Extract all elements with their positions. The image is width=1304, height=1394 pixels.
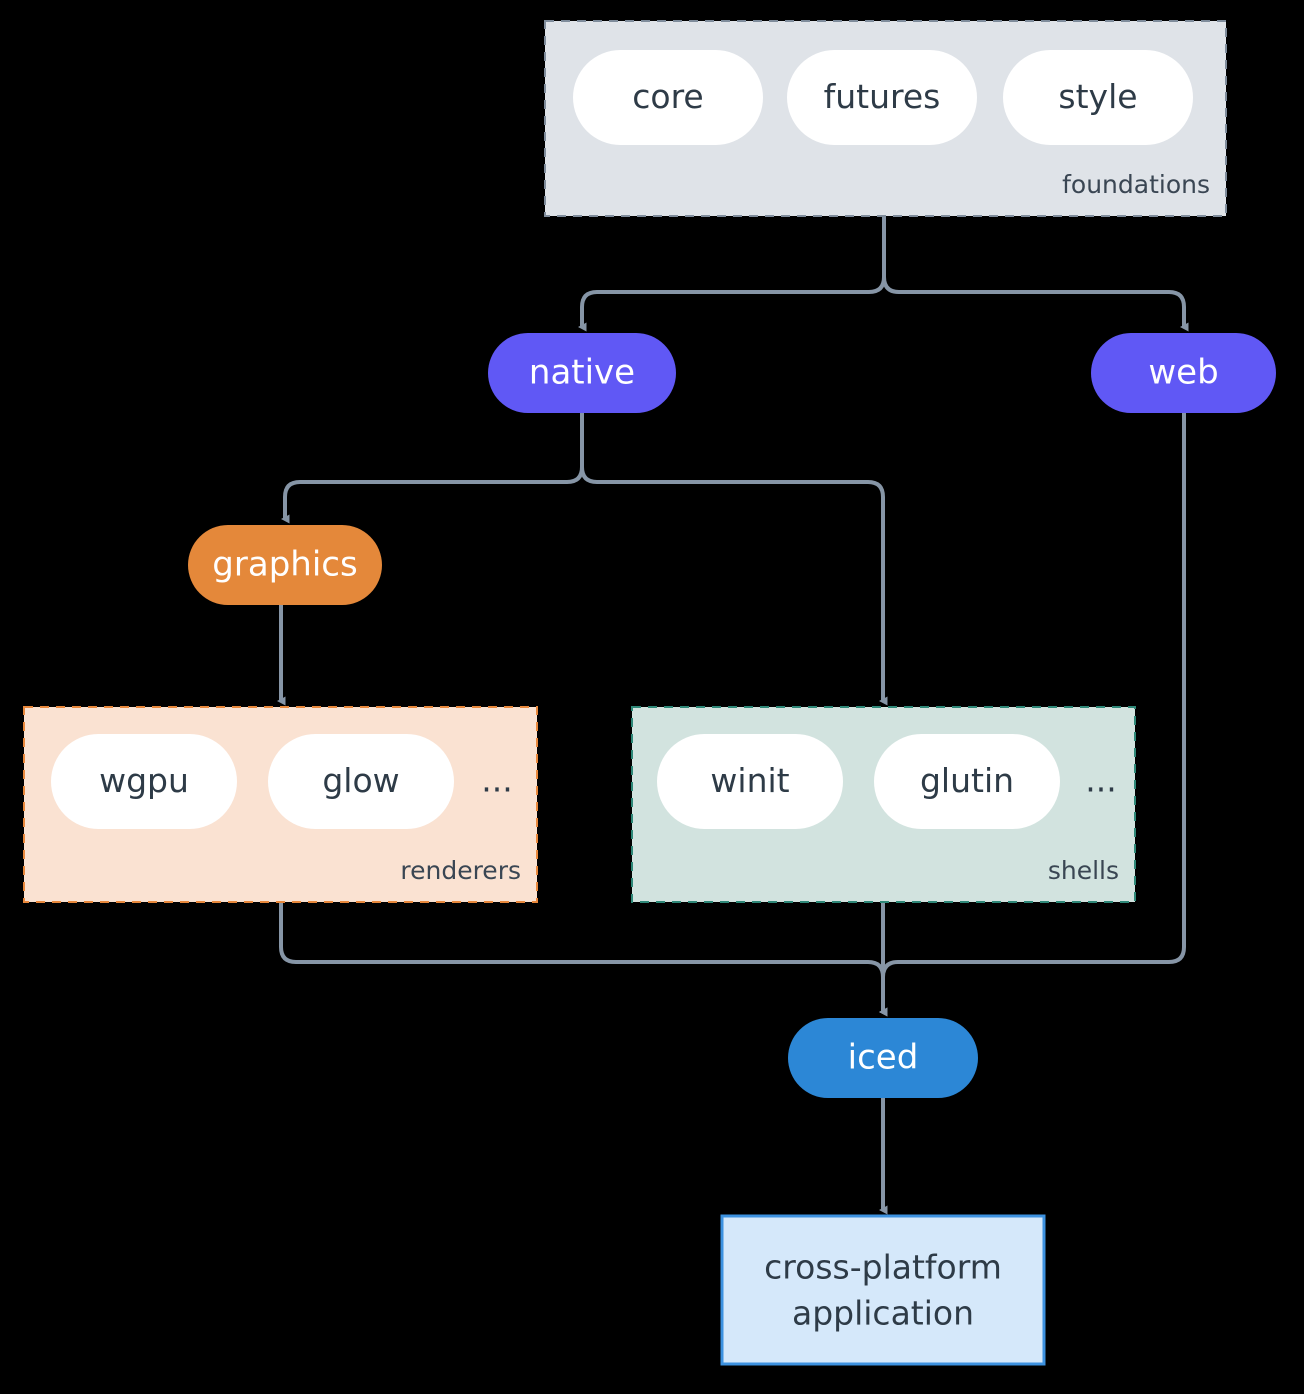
- node-shape-native: [488, 333, 676, 413]
- output-box-shape: [720, 1214, 1046, 1366]
- edge-web-to-iced: [879, 413, 1186, 1017]
- member-pill-renderers-0: [51, 734, 237, 829]
- group-member-shells-0[interactable]: winit: [657, 734, 843, 829]
- group-shells: winit glutin... shells: [631, 706, 1136, 903]
- output-layer: cross-platform application: [720, 1214, 1046, 1366]
- group-member-renderers-1[interactable]: glow: [268, 734, 454, 829]
- edge-foundations-to-native: [578, 216, 886, 332]
- node-shape-iced: [788, 1018, 978, 1098]
- output-label-line1: cross-platform: [764, 1248, 1002, 1287]
- member-label-renderers-1: glow: [322, 761, 399, 800]
- group-foundations: core futures style foundations: [544, 20, 1227, 217]
- node-label-graphics: graphics: [212, 545, 357, 585]
- group-member-shells-1[interactable]: glutin: [874, 734, 1060, 829]
- member-pill-foundations-2: [1003, 50, 1193, 145]
- nodes-layer: native web graphics iced: [188, 333, 1276, 1098]
- member-label-shells-0: winit: [710, 761, 789, 800]
- groups-layer: core futures style foundations wgpu glow... re…: [23, 20, 1227, 903]
- member-pill-foundations-1: [787, 50, 977, 145]
- node-label-native: native: [529, 353, 635, 393]
- group-label-shells: shells: [1048, 856, 1119, 885]
- group-member-foundations-1[interactable]: futures: [787, 50, 977, 145]
- edge-native-to-graphics: [281, 413, 584, 524]
- node-label-iced: iced: [848, 1038, 919, 1078]
- member-label-foundations-1: futures: [824, 77, 941, 116]
- edge-foundations-to-web: [882, 216, 1189, 332]
- group-ellipsis-renderers: ...: [481, 761, 512, 800]
- node-cross-platform-application[interactable]: cross-platform application: [720, 1214, 1046, 1366]
- node-web[interactable]: web: [1091, 333, 1276, 413]
- member-pill-shells-1: [874, 734, 1060, 829]
- member-label-renderers-0: wgpu: [99, 761, 189, 800]
- node-label-web: web: [1148, 353, 1218, 393]
- group-member-foundations-0[interactable]: core: [573, 50, 763, 145]
- group-label-renderers: renderers: [400, 856, 521, 885]
- edge-native-to-shells: [580, 413, 888, 706]
- node-iced[interactable]: iced: [788, 1018, 978, 1098]
- group-ellipsis-shells: ...: [1085, 761, 1116, 800]
- node-shape-graphics: [188, 525, 382, 605]
- member-label-foundations-0: core: [632, 77, 703, 116]
- member-pill-shells-0: [657, 734, 843, 829]
- member-pill-renderers-1: [268, 734, 454, 829]
- group-label-foundations: foundations: [1062, 170, 1210, 199]
- edges-layer: [277, 216, 1189, 1215]
- member-label-shells-1: glutin: [920, 761, 1014, 800]
- group-renderers: wgpu glow... renderers: [23, 706, 538, 903]
- member-label-foundations-2: style: [1058, 77, 1137, 116]
- node-graphics[interactable]: graphics: [188, 525, 382, 605]
- node-native[interactable]: native: [488, 333, 676, 413]
- output-label-line2: application: [792, 1294, 974, 1333]
- member-pill-foundations-0: [573, 50, 763, 145]
- node-shape-web: [1091, 333, 1276, 413]
- edge-renderers-to-iced: [279, 902, 888, 1017]
- group-member-renderers-0[interactable]: wgpu: [51, 734, 237, 829]
- group-member-foundations-2[interactable]: style: [1003, 50, 1193, 145]
